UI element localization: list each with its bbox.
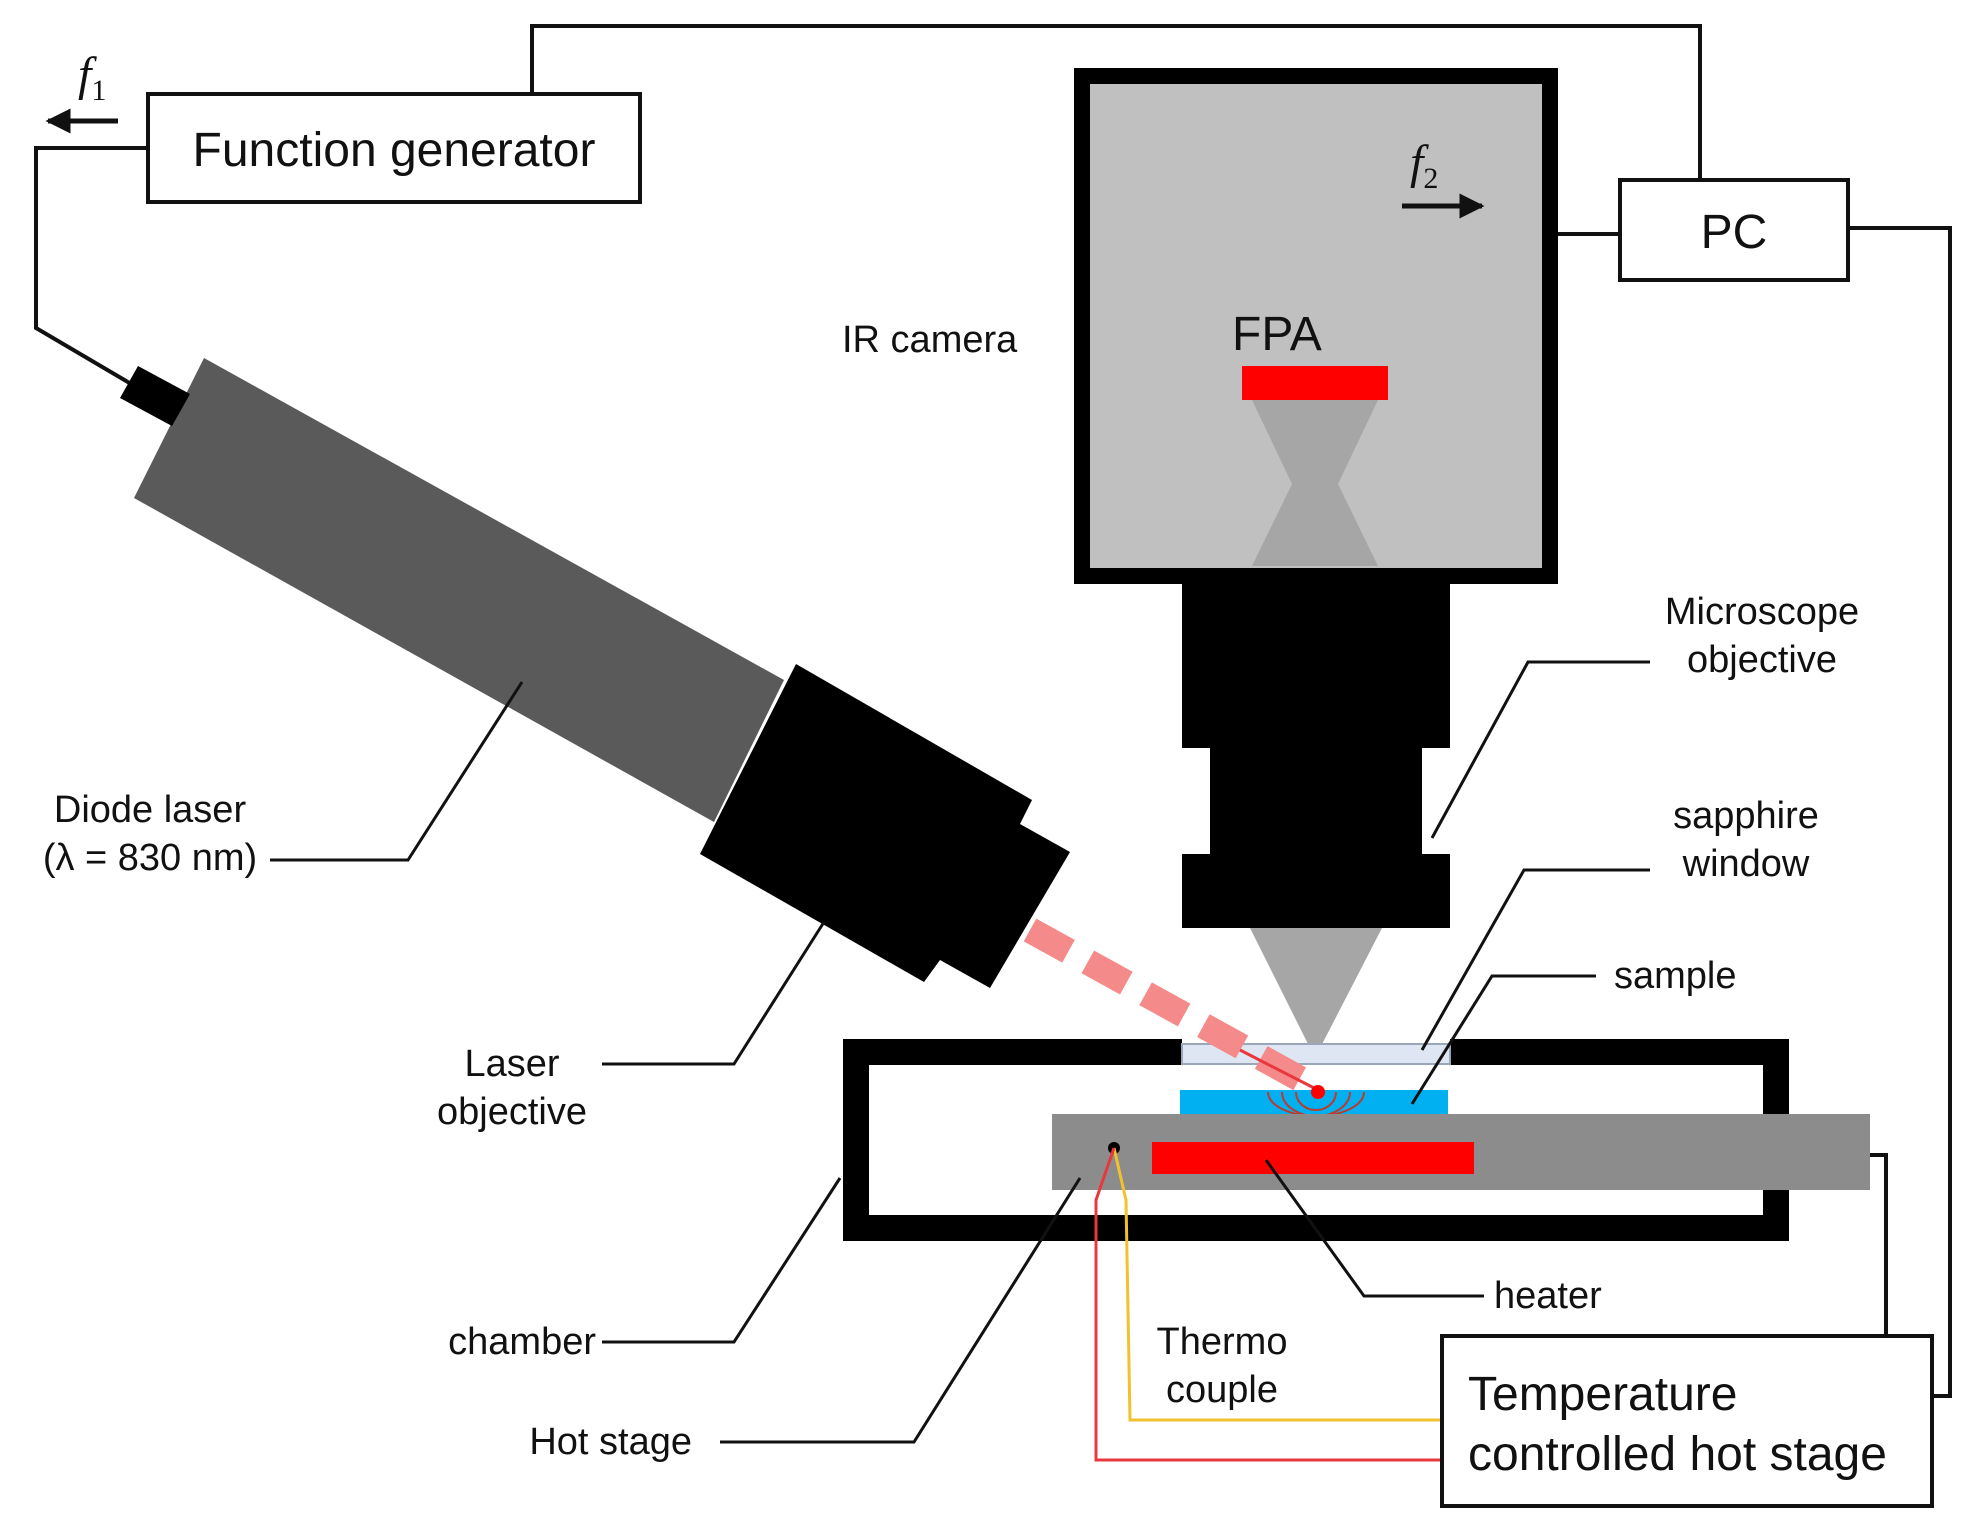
sapphire-window-label-line1: sapphire [1673,795,1819,837]
laser-objective-label-line2: objective [437,1091,587,1133]
fg-to-laser-wire [34,146,148,390]
laser-objective-leader [602,921,826,1066]
sapphire-window-label-line2: window [1682,843,1810,885]
hot-stage-label: Hot stage [529,1421,692,1463]
diode-laser-label-line1: Diode laser [54,789,247,831]
ir-cone [1250,928,1382,1052]
chamber-leader [602,1177,842,1344]
heater-leader [1264,1159,1484,1298]
sapphire-window [1181,1043,1451,1065]
function-generator-label: Function generator [193,124,596,177]
temp-controller-line2: controlled hot stage [1468,1428,1887,1481]
thermo-couple-label-line1: Thermo [1157,1321,1288,1363]
pc-label: PC [1701,206,1768,259]
fpa-sensor [1242,366,1388,400]
temp-controller-line1: Temperature [1468,1368,1737,1421]
laser-focus-spot [1311,1085,1325,1099]
thermo-couple-label-line2: couple [1166,1369,1278,1411]
fpa-label: FPA [1232,308,1322,361]
thermocouple-wire-yellow [1112,1147,1442,1422]
laser-beam-focus [1239,1048,1319,1092]
sample-leader [1410,974,1596,1105]
thermocouple-wire-red [1094,1147,1442,1462]
ir-camera-label: IR camera [842,319,1018,361]
heater [1152,1142,1474,1174]
chamber-label: chamber [448,1321,596,1363]
diode-laser-label-line2: (λ = 830 nm) [43,837,257,879]
temperature-controller-box [1440,1334,1934,1508]
laser-beam [1023,918,1309,1092]
laser-body [134,358,784,822]
sample-label: sample [1614,955,1737,997]
camera-optical-path [1252,400,1378,566]
microscope-objective-leader [1430,660,1650,839]
laser-objective [700,664,1070,988]
laser-objective-label-line1: Laser [464,1043,559,1085]
pc-to-controller-wire [1848,226,1952,1398]
sapphire-window-leader [1420,868,1650,1051]
f1-label: f1 [78,48,106,107]
diode-laser-leader [270,681,524,862]
pc-box [1618,178,1850,282]
microscope-objective-label-line1: Microscope [1665,591,1859,633]
heater-label: heater [1494,1275,1602,1317]
laser-connector [120,366,190,426]
fg-to-pc-wire [530,24,1702,180]
microscope-objective-label-line2: objective [1687,639,1837,681]
microscope-objective [1182,584,1450,928]
function-generator-box [146,92,642,204]
hot-stage-leader [720,1177,1082,1444]
